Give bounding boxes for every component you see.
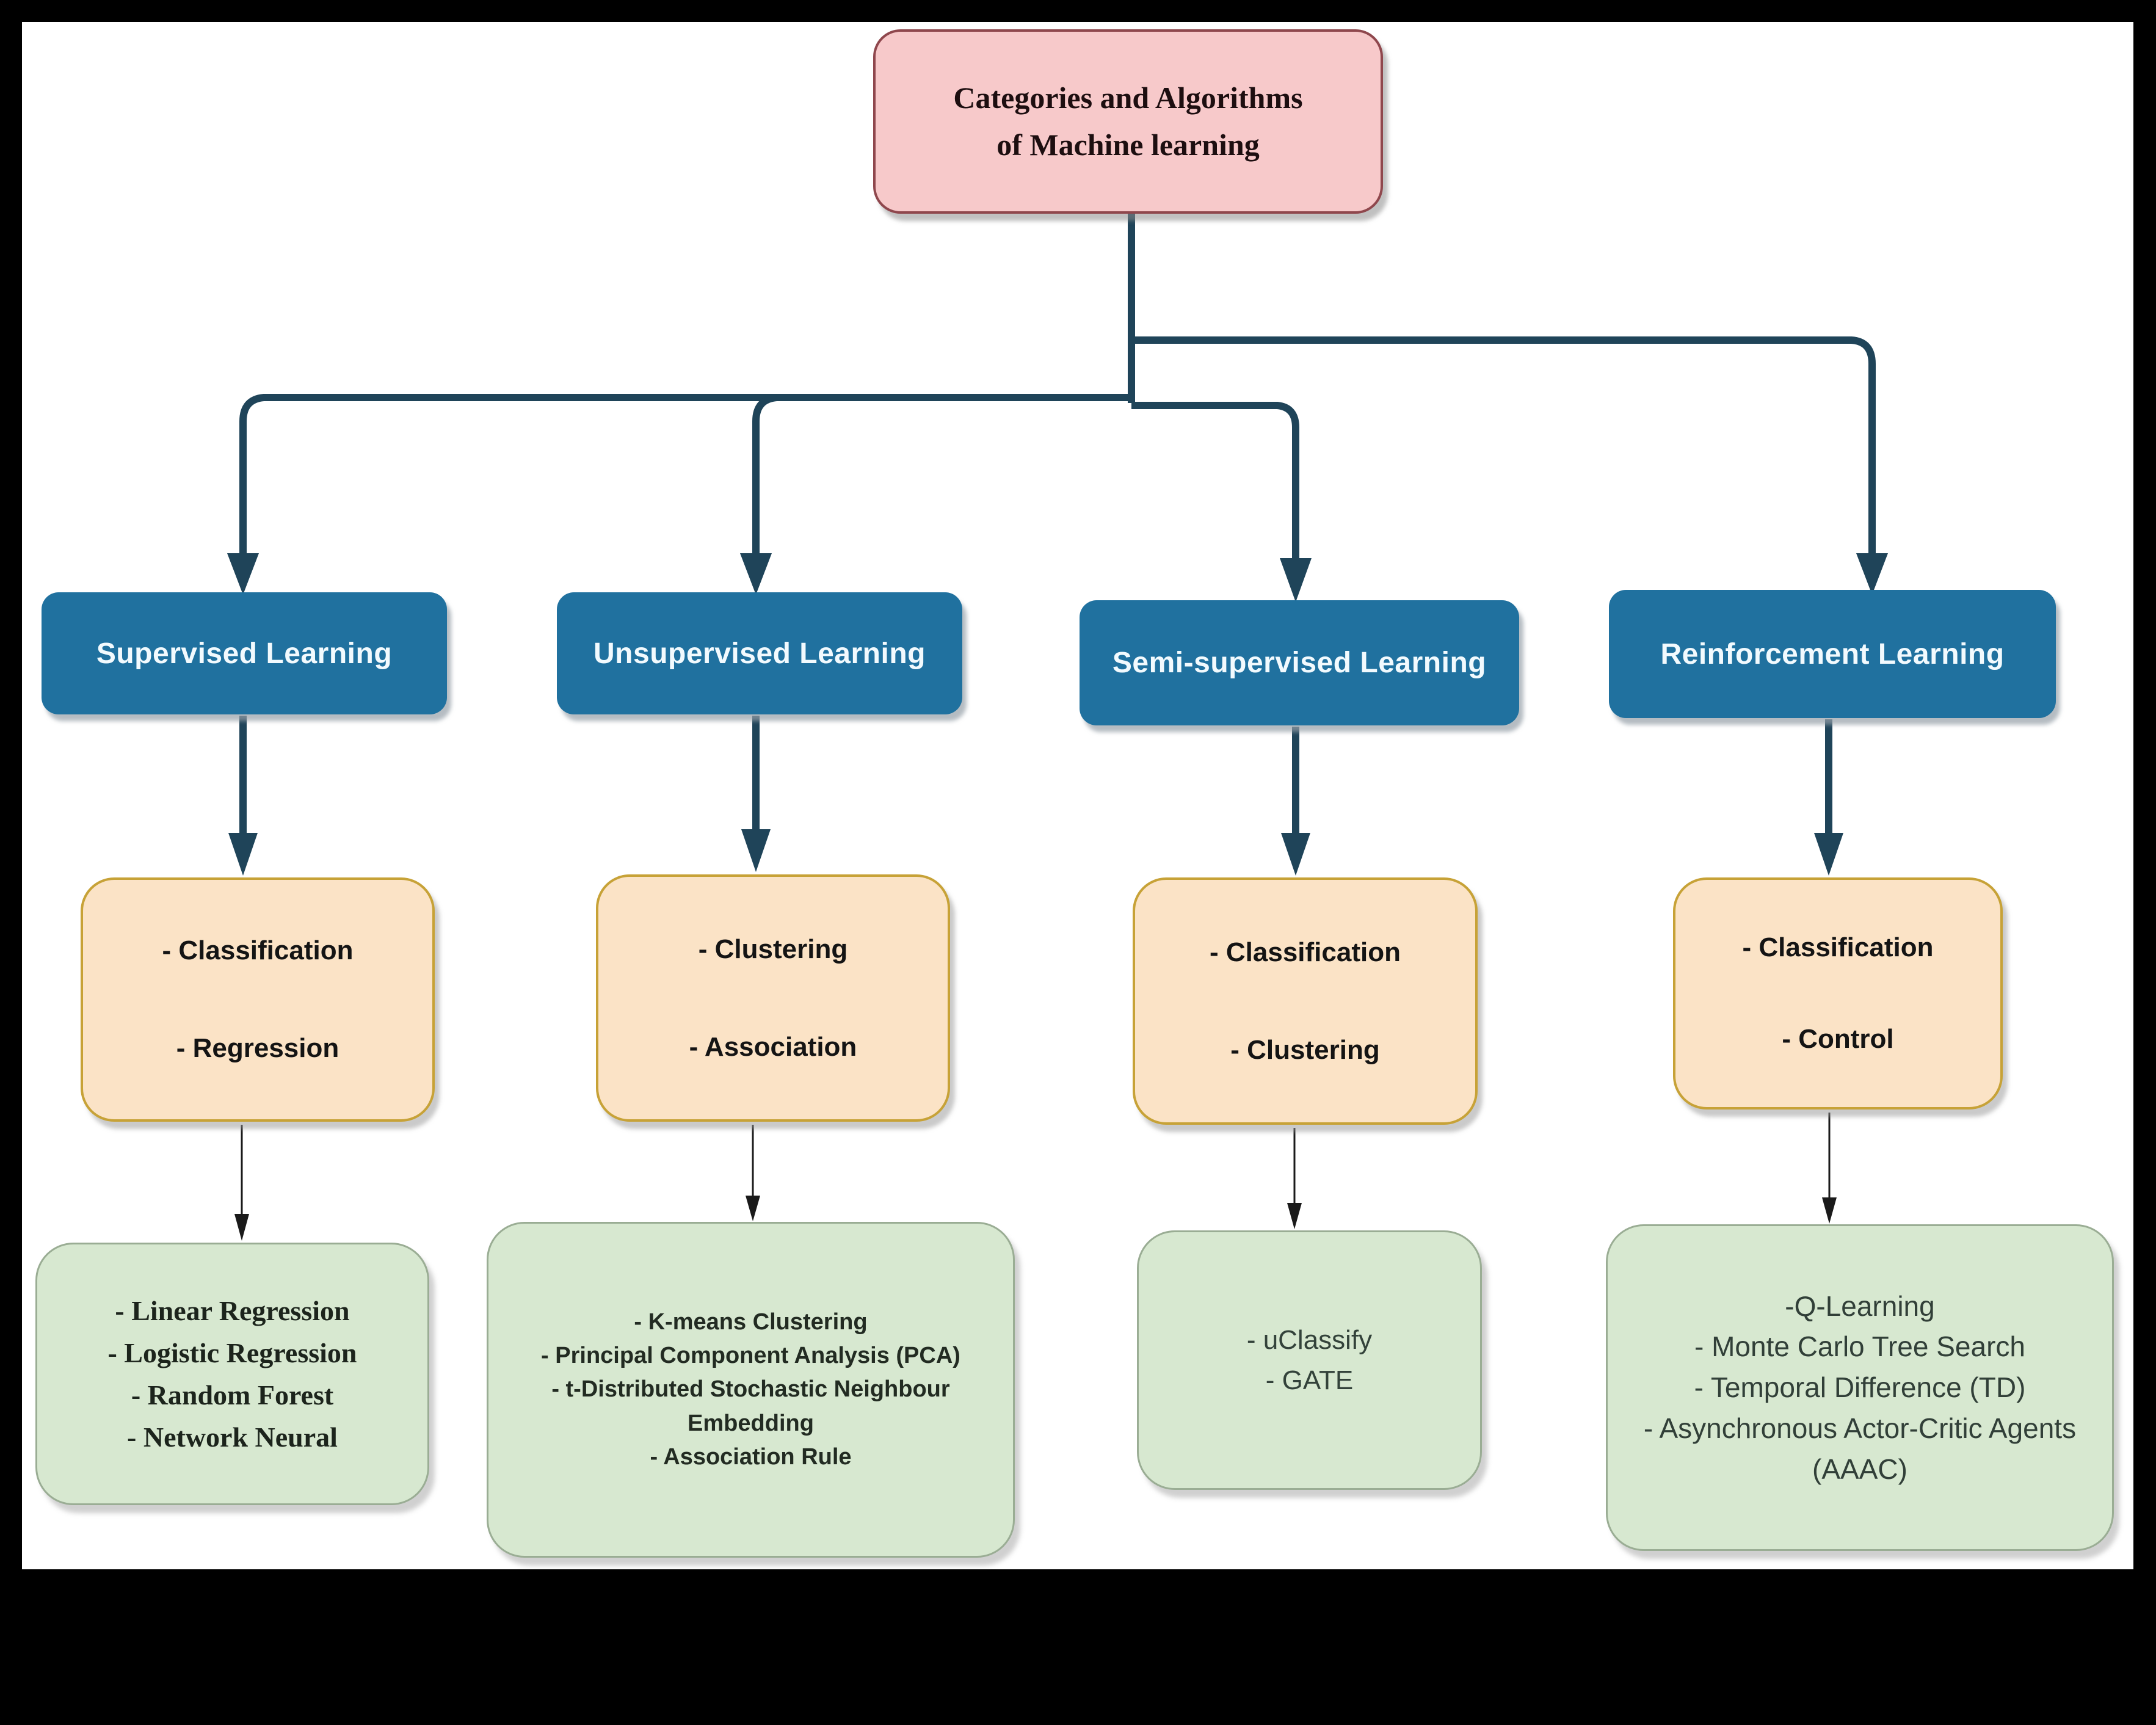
- list-item: - Clustering: [1230, 1034, 1380, 1065]
- arrowhead-semisupervised-algorithms: [1287, 1203, 1302, 1229]
- list-item: -Q-Learning: [1785, 1290, 1935, 1322]
- category-box-semisupervised: Semi-supervised Learning: [1080, 600, 1519, 725]
- arrowhead-semisupervised: [1280, 558, 1312, 602]
- connector-branch-supervised: [239, 394, 1131, 556]
- list-item: - Association: [689, 1031, 857, 1062]
- category-label: Unsupervised Learning: [593, 637, 926, 670]
- algorithms-box-semisupervised: - uClassify - GATE: [1137, 1230, 1482, 1490]
- list-item: - Temporal Difference (TD): [1694, 1371, 2026, 1404]
- arrowhead-unsupervised-algorithms: [746, 1196, 760, 1221]
- list-item: - Regression: [176, 1033, 339, 1063]
- root-title-line2: of Machine learning: [996, 128, 1260, 162]
- arrowhead-supervised: [227, 553, 259, 595]
- arrowhead-reinforcement: [1856, 553, 1888, 595]
- arrowhead-unsupervised: [740, 553, 772, 595]
- arrowhead-reinforcement-algorithms: [1822, 1197, 1837, 1224]
- list-item: - K-means Clustering: [634, 1309, 868, 1335]
- list-item: - Network Neural: [127, 1422, 338, 1453]
- category-box-unsupervised: Unsupervised Learning: [557, 592, 962, 714]
- list-item: - Classification: [1742, 932, 1934, 962]
- arrowhead-reinforcement-types: [1814, 833, 1843, 876]
- arrowhead-supervised-types: [228, 833, 258, 876]
- connector-branch-unsupervised: [752, 394, 777, 556]
- list-item: - Classification: [1210, 937, 1401, 967]
- list-item: - t-Distributed Stochastic Neighbour Emb…: [551, 1376, 957, 1436]
- arrowhead-semisupervised-types: [1281, 833, 1310, 876]
- list-item: - Principal Component Analysis (PCA): [541, 1343, 960, 1369]
- algorithms-box-supervised: - Linear Regression - Logistic Regressio…: [35, 1243, 429, 1505]
- types-box-reinforcement: - Classification - Control: [1673, 877, 2003, 1109]
- algorithms-box-reinforcement: -Q-Learning - Monte Carlo Tree Search - …: [1606, 1224, 2114, 1551]
- category-label: Reinforcement Learning: [1660, 637, 2005, 670]
- list-item: - Random Forest: [131, 1379, 334, 1411]
- algorithms-box-unsupervised: - K-means Clustering - Principal Compone…: [487, 1222, 1015, 1558]
- types-box-unsupervised: - Clustering - Association: [596, 874, 950, 1122]
- root-box: Categories and Algorithms of Machine lea…: [873, 29, 1383, 214]
- list-item: - Linear Regression: [115, 1295, 350, 1326]
- list-item: - Classification: [162, 935, 354, 965]
- arrowhead-supervised-algorithms: [234, 1214, 249, 1241]
- types-box-supervised: - Classification - Regression: [81, 877, 435, 1122]
- list-item: - GATE: [1265, 1365, 1354, 1395]
- types-box-semisupervised: - Classification - Clustering: [1133, 877, 1478, 1125]
- list-item: - Control: [1782, 1024, 1894, 1054]
- list-item: - Monte Carlo Tree Search: [1694, 1331, 2025, 1363]
- list-item: - Association Rule: [650, 1444, 852, 1470]
- arrowhead-unsupervised-types: [741, 829, 771, 872]
- list-item: - uClassify: [1246, 1324, 1373, 1355]
- connector-branch-semisupervised: [1131, 402, 1299, 561]
- list-item: - Asynchronous Actor-Critic Agents (AAAC…: [1643, 1412, 2084, 1485]
- category-label: Semi-supervised Learning: [1112, 647, 1487, 679]
- connector-branch-reinforcement: [1131, 336, 1876, 556]
- root-title-line1: Categories and Algorithms: [953, 80, 1303, 115]
- category-box-reinforcement: Reinforcement Learning: [1609, 590, 2056, 718]
- list-item: - Logistic Regression: [107, 1337, 357, 1368]
- category-box-supervised: Supervised Learning: [42, 592, 447, 714]
- list-item: - Clustering: [698, 934, 848, 964]
- category-label: Supervised Learning: [96, 637, 393, 670]
